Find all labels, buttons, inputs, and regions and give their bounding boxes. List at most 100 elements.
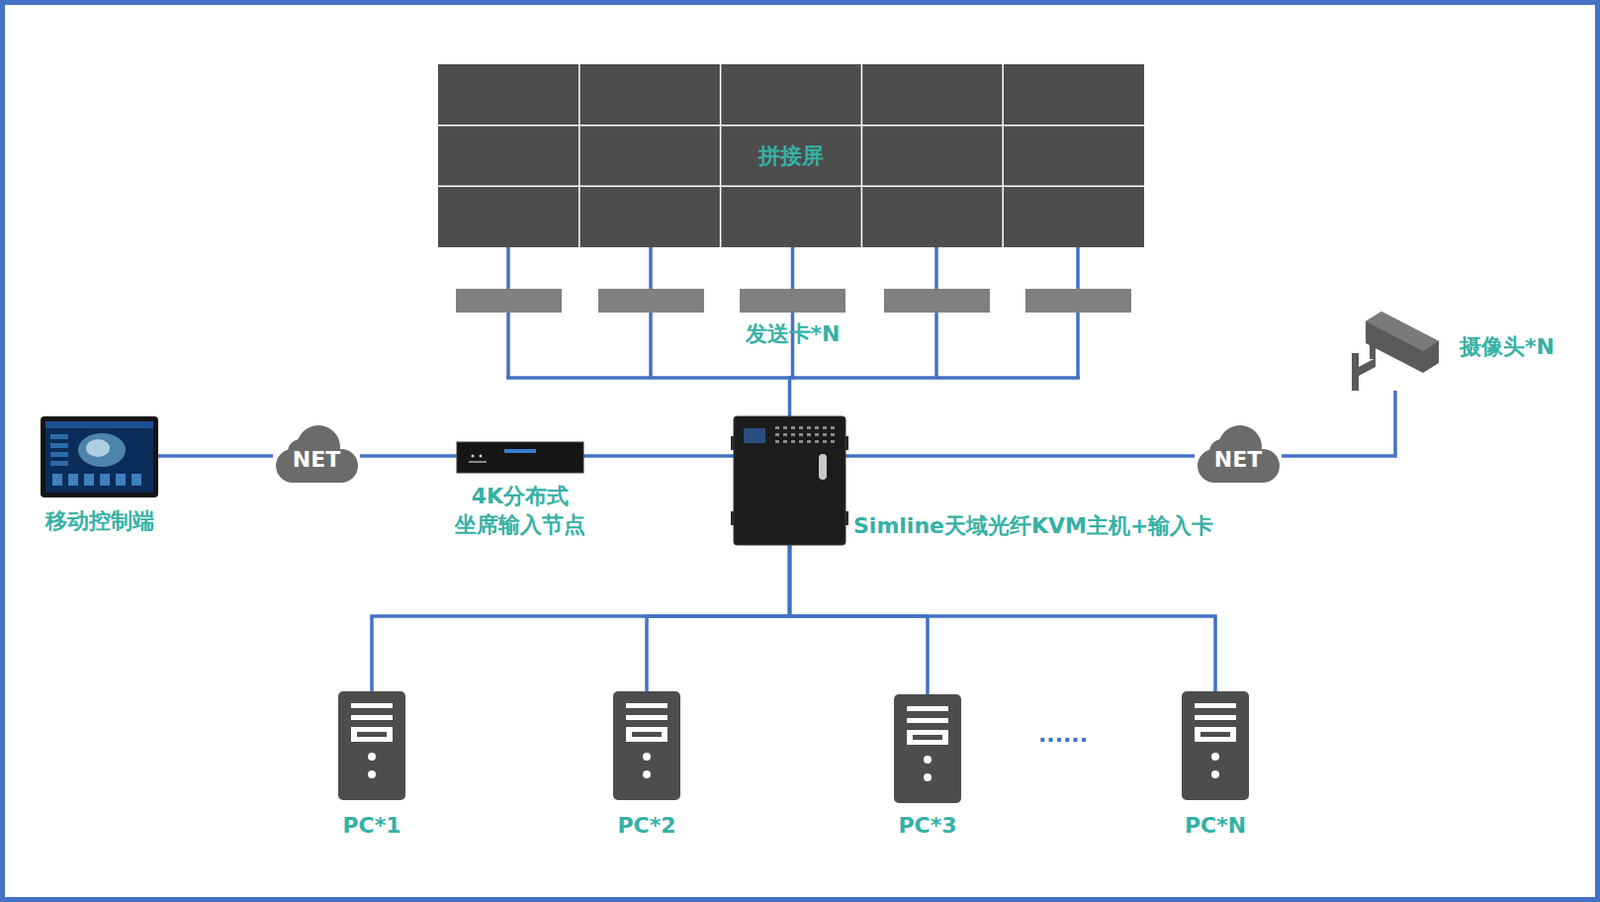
node-label: 拼接屏 [438, 64, 1145, 248]
pc-case [893, 694, 962, 803]
pc-tower: PC*N [1181, 691, 1249, 800]
host-button [783, 440, 788, 444]
node-label: PC*2 [563, 810, 730, 840]
host-button [814, 433, 819, 437]
screen-button [84, 473, 94, 486]
sending-cards [455, 288, 1132, 313]
camera-arm [1369, 341, 1376, 359]
node-label: PC*N [1132, 810, 1299, 840]
host-button [791, 440, 796, 444]
host-button [775, 433, 780, 437]
card-graphic [739, 288, 846, 313]
pc-tower: PC*2 [613, 691, 681, 800]
host-button [822, 426, 827, 430]
sending-card [598, 288, 705, 313]
screen-button [131, 473, 142, 486]
host-button [791, 433, 796, 437]
screen-menu [50, 443, 69, 448]
device-port [468, 460, 487, 463]
node-label: PC*1 [288, 810, 455, 840]
connector-group [792, 247, 794, 289]
panel-seam [719, 64, 722, 248]
wire [648, 247, 653, 289]
pc-bay [906, 729, 949, 745]
pc-bay [351, 726, 393, 742]
wire [934, 247, 939, 289]
pc-graphic [338, 691, 406, 800]
host-ear [730, 436, 734, 450]
host-button [806, 433, 811, 437]
node-label: 发送卡*N [690, 319, 895, 349]
pc-graphic [1181, 691, 1249, 800]
host-button [806, 426, 811, 430]
pc-button [923, 755, 932, 764]
connector-line [1281, 390, 1396, 456]
pc-case [338, 691, 406, 800]
connector-line [790, 544, 1217, 692]
panel-seam [578, 64, 581, 248]
host-button [830, 426, 835, 430]
sending-card [1025, 288, 1132, 313]
panel-seam [1001, 64, 1004, 248]
connector-line [158, 453, 273, 458]
pc-button [642, 770, 651, 779]
sending-card [884, 288, 990, 313]
pc-bay [1194, 703, 1237, 709]
host-button [775, 440, 780, 444]
connector-line [845, 453, 1195, 458]
ellipsis-mark: ...... [1013, 719, 1113, 749]
tablet-graphic [40, 416, 159, 498]
wall-panel [438, 64, 1145, 248]
host-display [743, 428, 766, 444]
pc-case [613, 691, 681, 800]
screen-menu [50, 434, 69, 440]
connector-line [583, 453, 734, 458]
screen-image [78, 433, 126, 467]
host-button [830, 440, 835, 444]
pc-graphic [893, 694, 962, 803]
node-label: 移动控制端 [0, 506, 199, 535]
host-button [799, 426, 803, 430]
pc-bay [1194, 726, 1237, 742]
connector-group [371, 544, 791, 692]
pc-case [1181, 691, 1249, 800]
pc-button [1211, 770, 1220, 779]
screen-button [115, 473, 126, 486]
pc-button [367, 752, 376, 761]
connector-line [646, 544, 791, 692]
connector-group [359, 455, 457, 457]
pc-slot [356, 731, 387, 737]
host-button [799, 433, 803, 437]
node-label: NET [1194, 426, 1282, 492]
node-label: 4K分布式 坐席输入节点 [421, 481, 620, 539]
host-button [830, 433, 835, 437]
connector-line [371, 544, 791, 692]
connector-line [790, 544, 929, 695]
pc-slot [1200, 731, 1231, 737]
device-led [479, 454, 483, 458]
pc-tower: PC*1 [338, 691, 406, 800]
screen-button [68, 473, 79, 486]
host-button [791, 426, 796, 430]
pc-bay [906, 706, 949, 712]
host-button [783, 433, 788, 437]
connector-group [1281, 390, 1396, 456]
pc-bay [1194, 714, 1237, 720]
pc-bay [625, 726, 668, 742]
screen-menu [50, 460, 69, 466]
kvm-host: Simline天域光纤KVM主机+输入卡 [733, 416, 846, 545]
pc-tower: PC*3 [893, 694, 962, 803]
tablet-body [40, 416, 159, 498]
connector-group [790, 544, 929, 695]
wire [506, 247, 511, 289]
host-button [775, 426, 780, 430]
device-led [471, 454, 475, 458]
connector-line [791, 247, 796, 289]
host-chassis [733, 416, 846, 545]
host-button [806, 440, 811, 444]
camera-node: 摄像头*N [1351, 311, 1439, 391]
pc-bay [351, 714, 393, 720]
connector-group [845, 455, 1195, 457]
connector-group [158, 455, 273, 457]
